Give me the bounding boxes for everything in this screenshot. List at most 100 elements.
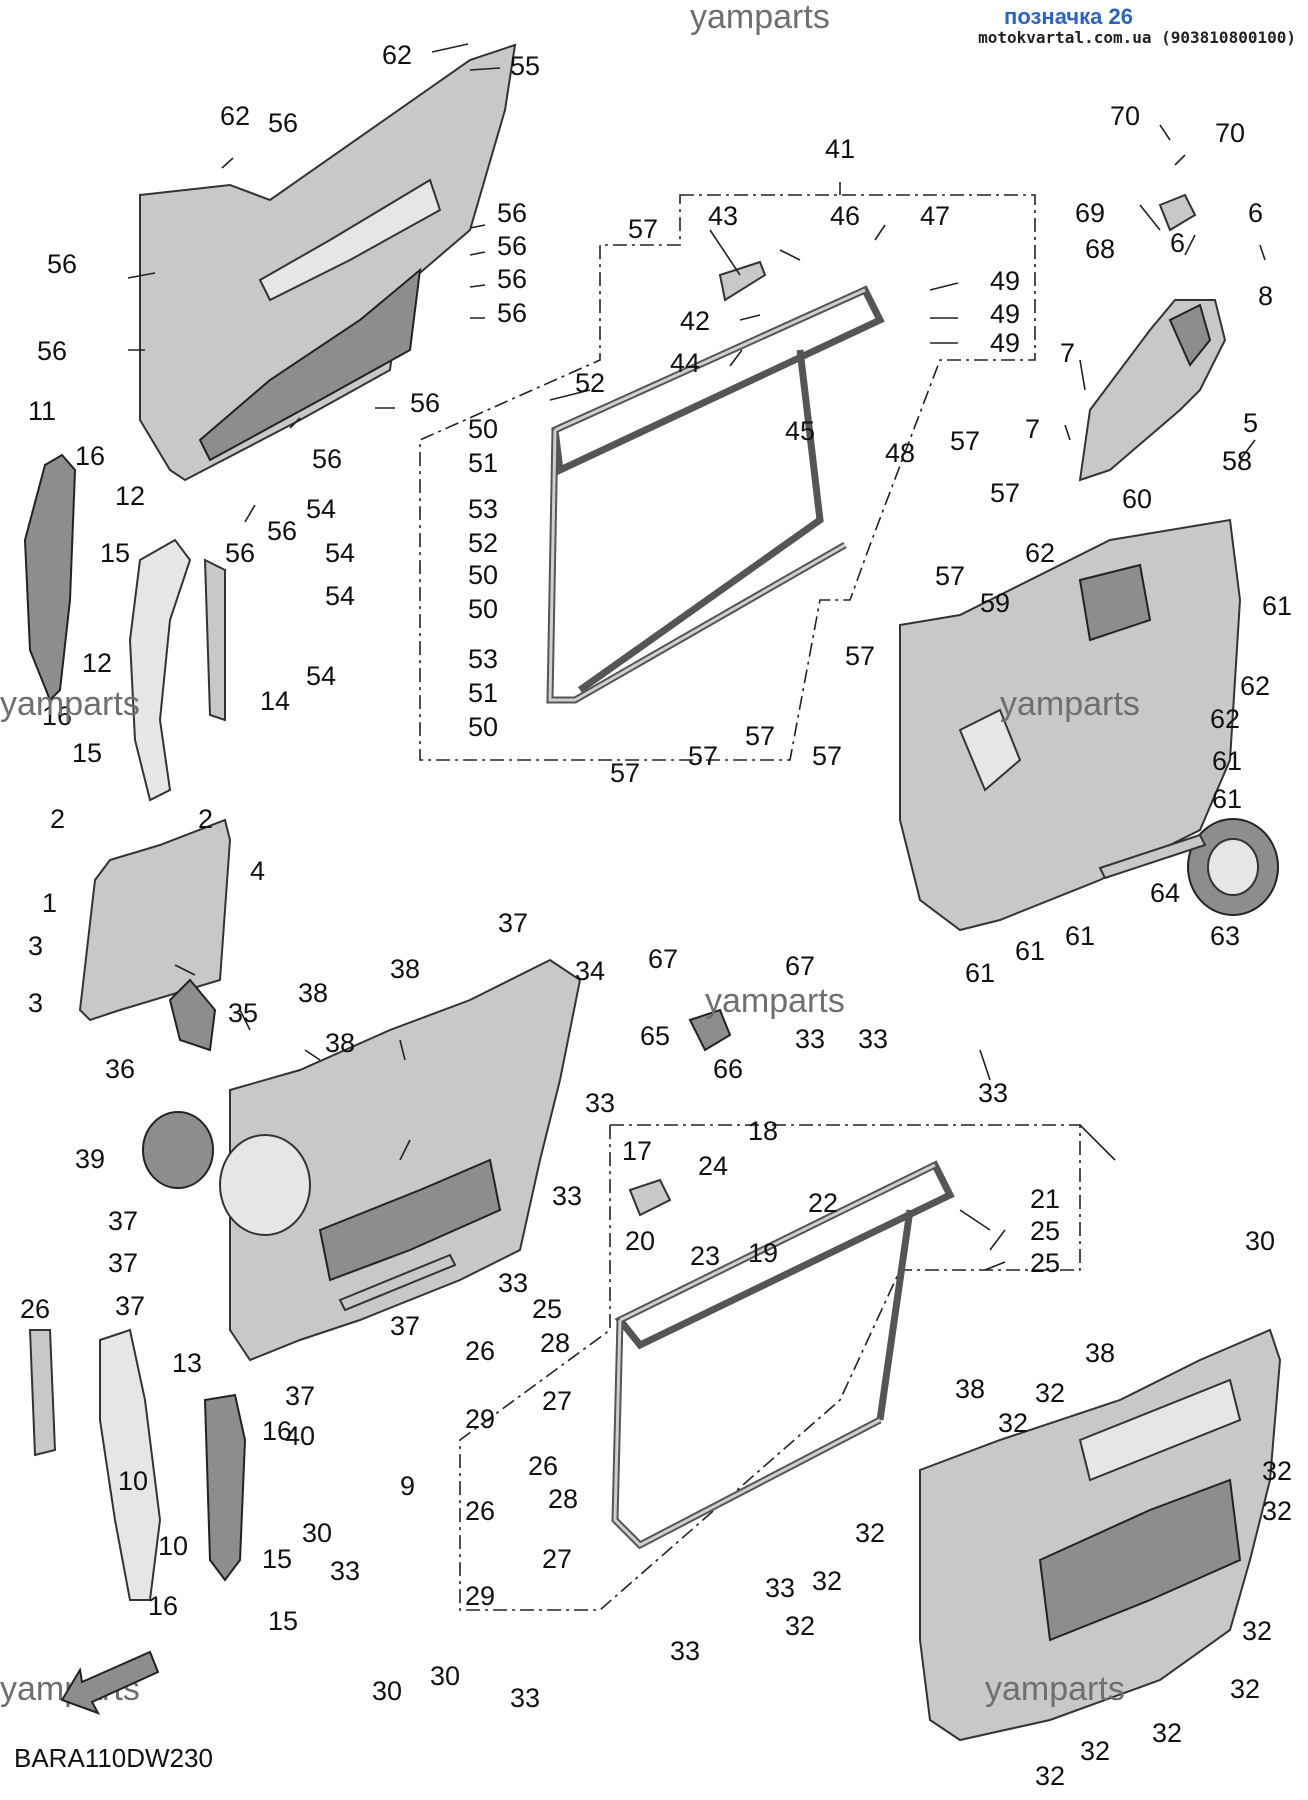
callout-38-e: 38 xyxy=(955,1374,985,1404)
callout-35: 35 xyxy=(228,998,258,1028)
callout-50-c: 50 xyxy=(468,594,498,624)
callout-56-i: 56 xyxy=(312,444,342,474)
callout-68: 68 xyxy=(1085,234,1115,264)
callout-38-d: 30 xyxy=(1245,1226,1275,1256)
callout-42: 42 xyxy=(680,306,710,336)
callout-59: 59 xyxy=(980,588,1010,618)
callout-32-e: 32 xyxy=(1262,1496,1292,1526)
callout-58: 58 xyxy=(1222,446,1252,476)
callout-32-a: 38 xyxy=(1085,1338,1115,1368)
callout-32-b: 32 xyxy=(1035,1378,1065,1408)
header-title: позначка 26 xyxy=(1004,4,1133,29)
callout-56-f: 56 xyxy=(47,249,77,279)
callout-57-c: 57 xyxy=(990,478,1020,508)
callout-49-a: 49 xyxy=(990,266,1020,296)
callout-32-c: 32 xyxy=(998,1408,1028,1438)
callout-26-d: 29 xyxy=(465,1581,495,1611)
diagram-code: BARA110DW230 xyxy=(14,1743,213,1773)
callout-48: 48 xyxy=(885,438,915,468)
callout-5: 5 xyxy=(1243,408,1258,438)
callout-54-b: 54 xyxy=(325,538,355,568)
callout-6-a: 6 xyxy=(1248,198,1263,228)
callout-10-a: 16 xyxy=(262,1416,292,1446)
callout-56-g: 56 xyxy=(37,336,67,366)
callout-57-a: 57 xyxy=(628,214,658,244)
header-subtitle: motokvartal.com.ua (903810800100) xyxy=(978,28,1296,47)
callout-11: 11 xyxy=(28,396,56,426)
callout-57-e: 57 xyxy=(845,641,875,671)
callout-7-a: 7 xyxy=(1060,338,1075,368)
callout-50-b: 50 xyxy=(468,560,498,590)
callout-49-b: 49 xyxy=(990,299,1020,329)
callout-70-b: 70 xyxy=(1215,118,1245,148)
callout-12-b: 12 xyxy=(82,648,112,678)
callout-37-b: 37 xyxy=(108,1206,138,1236)
callout-61-d: 61 xyxy=(1065,921,1095,951)
callout-18: 17 xyxy=(622,1136,652,1166)
callout-32-h: 32 xyxy=(785,1611,815,1641)
callout-33-b: 33 xyxy=(858,1024,888,1054)
watermark-left-upper: yamparts xyxy=(0,685,140,723)
callout-33-g: 33 xyxy=(510,1683,540,1713)
callout-52-b: 52 xyxy=(468,528,498,558)
callout-60: 60 xyxy=(1122,484,1152,514)
callout-61-b: 61 xyxy=(1212,746,1242,776)
callout-30-b: 30 xyxy=(302,1518,332,1548)
callout-23: 19 xyxy=(748,1238,778,1268)
callout-25-a: 21 xyxy=(1030,1184,1060,1214)
callout-46: 46 xyxy=(830,201,860,231)
callout-15-c: 10 xyxy=(118,1466,148,1496)
callout-19: 20 xyxy=(625,1226,655,1256)
callout-31: 32 xyxy=(1230,1674,1260,1704)
door-inner-panel-lower-left xyxy=(142,958,582,1362)
callout-8: 8 xyxy=(1258,281,1273,311)
callout-56-b: 56 xyxy=(497,198,527,228)
callout-34: 34 xyxy=(575,956,605,986)
callout-67-a: 67 xyxy=(648,944,678,974)
door-inner-panel-lower-right xyxy=(919,1328,1282,1742)
callout-3-a: 3 xyxy=(28,931,43,961)
callout-56-d: 56 xyxy=(497,264,527,294)
callout-56-c: 56 xyxy=(497,231,527,261)
callout-61-a: 61 xyxy=(1262,591,1292,621)
callout-51-a: 51 xyxy=(468,448,498,478)
callout-57-g: 57 xyxy=(688,741,718,771)
callout-2-a: 2 xyxy=(50,804,65,834)
callout-26-c: 28 xyxy=(548,1484,578,1514)
callout-37-d: 37 xyxy=(115,1291,145,1321)
callout-47: 47 xyxy=(920,201,950,231)
callout-15-b: 15 xyxy=(72,738,102,768)
callout-51-b: 51 xyxy=(468,678,498,708)
callout-41: 41 xyxy=(825,134,855,164)
callout-16-b: 16 xyxy=(42,701,72,731)
callout-52-a: 52 xyxy=(575,368,605,398)
callout-40: 40 xyxy=(285,1421,315,1451)
callout-9: 15 xyxy=(268,1606,298,1636)
callout-57-b: 57 xyxy=(950,426,980,456)
callout-22: 24 xyxy=(698,1151,728,1181)
callout-53-a: 53 xyxy=(468,494,498,524)
callout-37-c: 37 xyxy=(108,1248,138,1278)
callout-33-i: 33 xyxy=(765,1573,795,1603)
callout-26-b: 29 xyxy=(465,1404,495,1434)
callout-66: 66 xyxy=(713,1054,743,1084)
callout-37-a: 37 xyxy=(498,908,528,938)
callout-65: 65 xyxy=(640,1021,670,1051)
callout-6-b: 6 xyxy=(1170,228,1185,258)
lower-left-handles xyxy=(28,1328,247,1601)
callout-14: 14 xyxy=(260,686,290,716)
callout-27-a: 26 xyxy=(465,1336,495,1366)
callout-37-f: 37 xyxy=(285,1381,315,1411)
callout-38-c: 38 xyxy=(325,1028,355,1058)
callout-37-e: 37 xyxy=(390,1311,420,1341)
callout-43: 43 xyxy=(708,201,738,231)
upper-frame-assembly xyxy=(419,194,1036,761)
callout-56-a: 56 xyxy=(268,108,298,138)
callout-33-d: 33 xyxy=(552,1181,582,1211)
callout-25-c: 25 xyxy=(1030,1248,1060,1278)
callout-13: 26 xyxy=(20,1294,50,1324)
callout-56-e: 56 xyxy=(497,298,527,328)
callout-20: 22 xyxy=(808,1188,838,1218)
callout-26-a: 28 xyxy=(540,1328,570,1358)
callout-7-b: 7 xyxy=(1025,414,1040,444)
